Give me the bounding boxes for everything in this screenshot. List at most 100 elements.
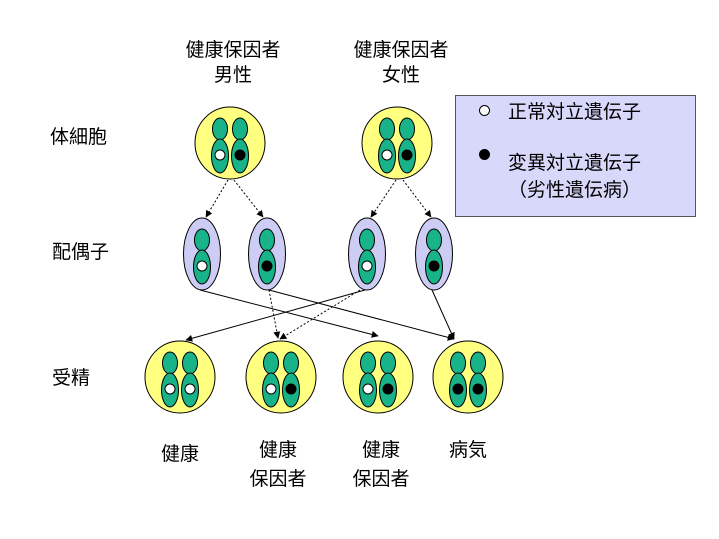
chromosome-arm (212, 117, 228, 141)
mutant-allele-icon (261, 260, 273, 272)
chromosome-arm (259, 228, 275, 252)
row-label-fertilization: 受精 (52, 367, 91, 389)
mutant-allele-icon (428, 260, 440, 272)
chromosome-right (231, 117, 249, 174)
cell-membrane (245, 340, 317, 414)
offspring-3-line2: 保因者 (352, 468, 410, 490)
chromosome-left (449, 351, 467, 408)
arrow-female-to-gamete-1 (370, 179, 397, 218)
chromosome-right (282, 351, 300, 408)
cell-membrane (432, 340, 504, 414)
mutant-allele-icon (401, 149, 413, 161)
chromosome-arm (194, 228, 210, 252)
arrow-gamete4-to-zygote4 (431, 289, 455, 340)
chromosome-arm (232, 117, 248, 141)
chromosome-arm (162, 351, 178, 375)
normal-allele-icon (265, 383, 277, 395)
gamete-male-normal (183, 217, 221, 291)
chromosome-right (379, 351, 397, 408)
arrow-male-to-gamete-1 (205, 179, 229, 218)
parent-female-label: 健康保因者 女性 (336, 38, 466, 88)
chromosome-right (469, 351, 487, 408)
offspring-label-2: 健康 保因者 (238, 438, 318, 492)
mutant-allele-icon (285, 383, 297, 395)
parent-female-line2: 女性 (381, 64, 420, 86)
mutant-allele-icon (479, 149, 490, 160)
normal-allele-icon (184, 383, 196, 395)
chromosome-left (262, 351, 280, 408)
chromosome (258, 228, 276, 285)
normal-allele-icon (361, 260, 373, 272)
gamete-male-mutant (248, 217, 286, 291)
normal-allele-icon (214, 149, 226, 161)
chromosome-arm (359, 228, 375, 252)
offspring-4-line1: 病気 (448, 439, 487, 461)
normal-allele-icon (362, 383, 374, 395)
legend-mutant-label-line1: 変異対立遺伝子 (508, 152, 642, 174)
offspring-label-4: 病気 (428, 438, 508, 463)
parent-male-line1: 健康保因者 (185, 39, 281, 61)
arrow-gamete1-to-zygote3 (199, 289, 379, 338)
chromosome-arm (450, 351, 466, 375)
chromosome-right (181, 351, 199, 408)
arrow-gamete2-to-zygote4 (268, 289, 455, 341)
normal-allele-icon (381, 149, 393, 161)
chromosome-arm (263, 351, 279, 375)
arrow-male-to-gamete-2 (233, 179, 264, 218)
arrow-female-to-gamete-2 (402, 179, 432, 218)
chromosome (358, 228, 376, 285)
zygote-affected (432, 340, 504, 414)
chromosome-arm (470, 351, 486, 375)
cell-membrane (144, 340, 216, 414)
zygote-carrier-1 (245, 340, 317, 414)
cell-membrane (361, 106, 433, 180)
offspring-2-line2: 保因者 (249, 468, 307, 490)
chromosome-arm (283, 351, 299, 375)
chromosome-arm (399, 117, 415, 141)
arrow-gamete2-to-zygote2 (268, 289, 281, 339)
normal-allele-icon (479, 105, 490, 116)
gamete-female-normal (348, 217, 386, 291)
legend: 正常対立遺伝子 変異対立遺伝子 （劣性遺伝病） (455, 95, 696, 217)
cell-membrane (342, 340, 414, 414)
normal-allele-icon (196, 260, 208, 272)
chromosome-arm (182, 351, 198, 375)
chromosome-arm (379, 117, 395, 141)
legend-mutant-label-line2: （劣性遺伝病） (508, 179, 642, 201)
mutant-allele-icon (382, 383, 394, 395)
normal-allele-icon (164, 383, 176, 395)
arrow-gamete3-to-zygote1 (185, 289, 366, 342)
row-label-somatic: 体細胞 (50, 126, 108, 148)
chromosome (425, 228, 443, 285)
chromosome-right (398, 117, 416, 174)
parent-female-line1: 健康保因者 (353, 39, 449, 61)
offspring-label-1: 健康 (140, 442, 220, 467)
offspring-1-line1: 健康 (160, 443, 199, 465)
arrow-gamete3-to-zygote2 (279, 289, 361, 340)
mutant-allele-icon (472, 383, 484, 395)
row-label-gamete: 配偶子 (52, 241, 110, 263)
parent-male-cell (194, 106, 266, 180)
legend-normal-label: 正常対立遺伝子 (508, 101, 642, 123)
zygote-healthy (144, 340, 216, 414)
chromosome-left (378, 117, 396, 174)
offspring-3-line1: 健康 (361, 439, 400, 461)
offspring-label-3: 健康 保因者 (341, 438, 421, 492)
chromosome-arm (426, 228, 442, 252)
chromosome-arm (360, 351, 376, 375)
zygote-carrier-2 (342, 340, 414, 414)
chromosome (193, 228, 211, 285)
chromosome-left (161, 351, 179, 408)
parent-male-label: 健康保因者 男性 (168, 38, 298, 88)
parent-female-cell (361, 106, 433, 180)
chromosome-left (211, 117, 229, 174)
cell-membrane (194, 106, 266, 180)
chromosome-arm (380, 351, 396, 375)
offspring-2-line1: 健康 (258, 439, 297, 461)
chromosome-left (359, 351, 377, 408)
parent-male-line2: 男性 (213, 64, 252, 86)
gamete-female-mutant (415, 217, 453, 291)
mutant-allele-icon (452, 383, 464, 395)
mutant-allele-icon (234, 149, 246, 161)
